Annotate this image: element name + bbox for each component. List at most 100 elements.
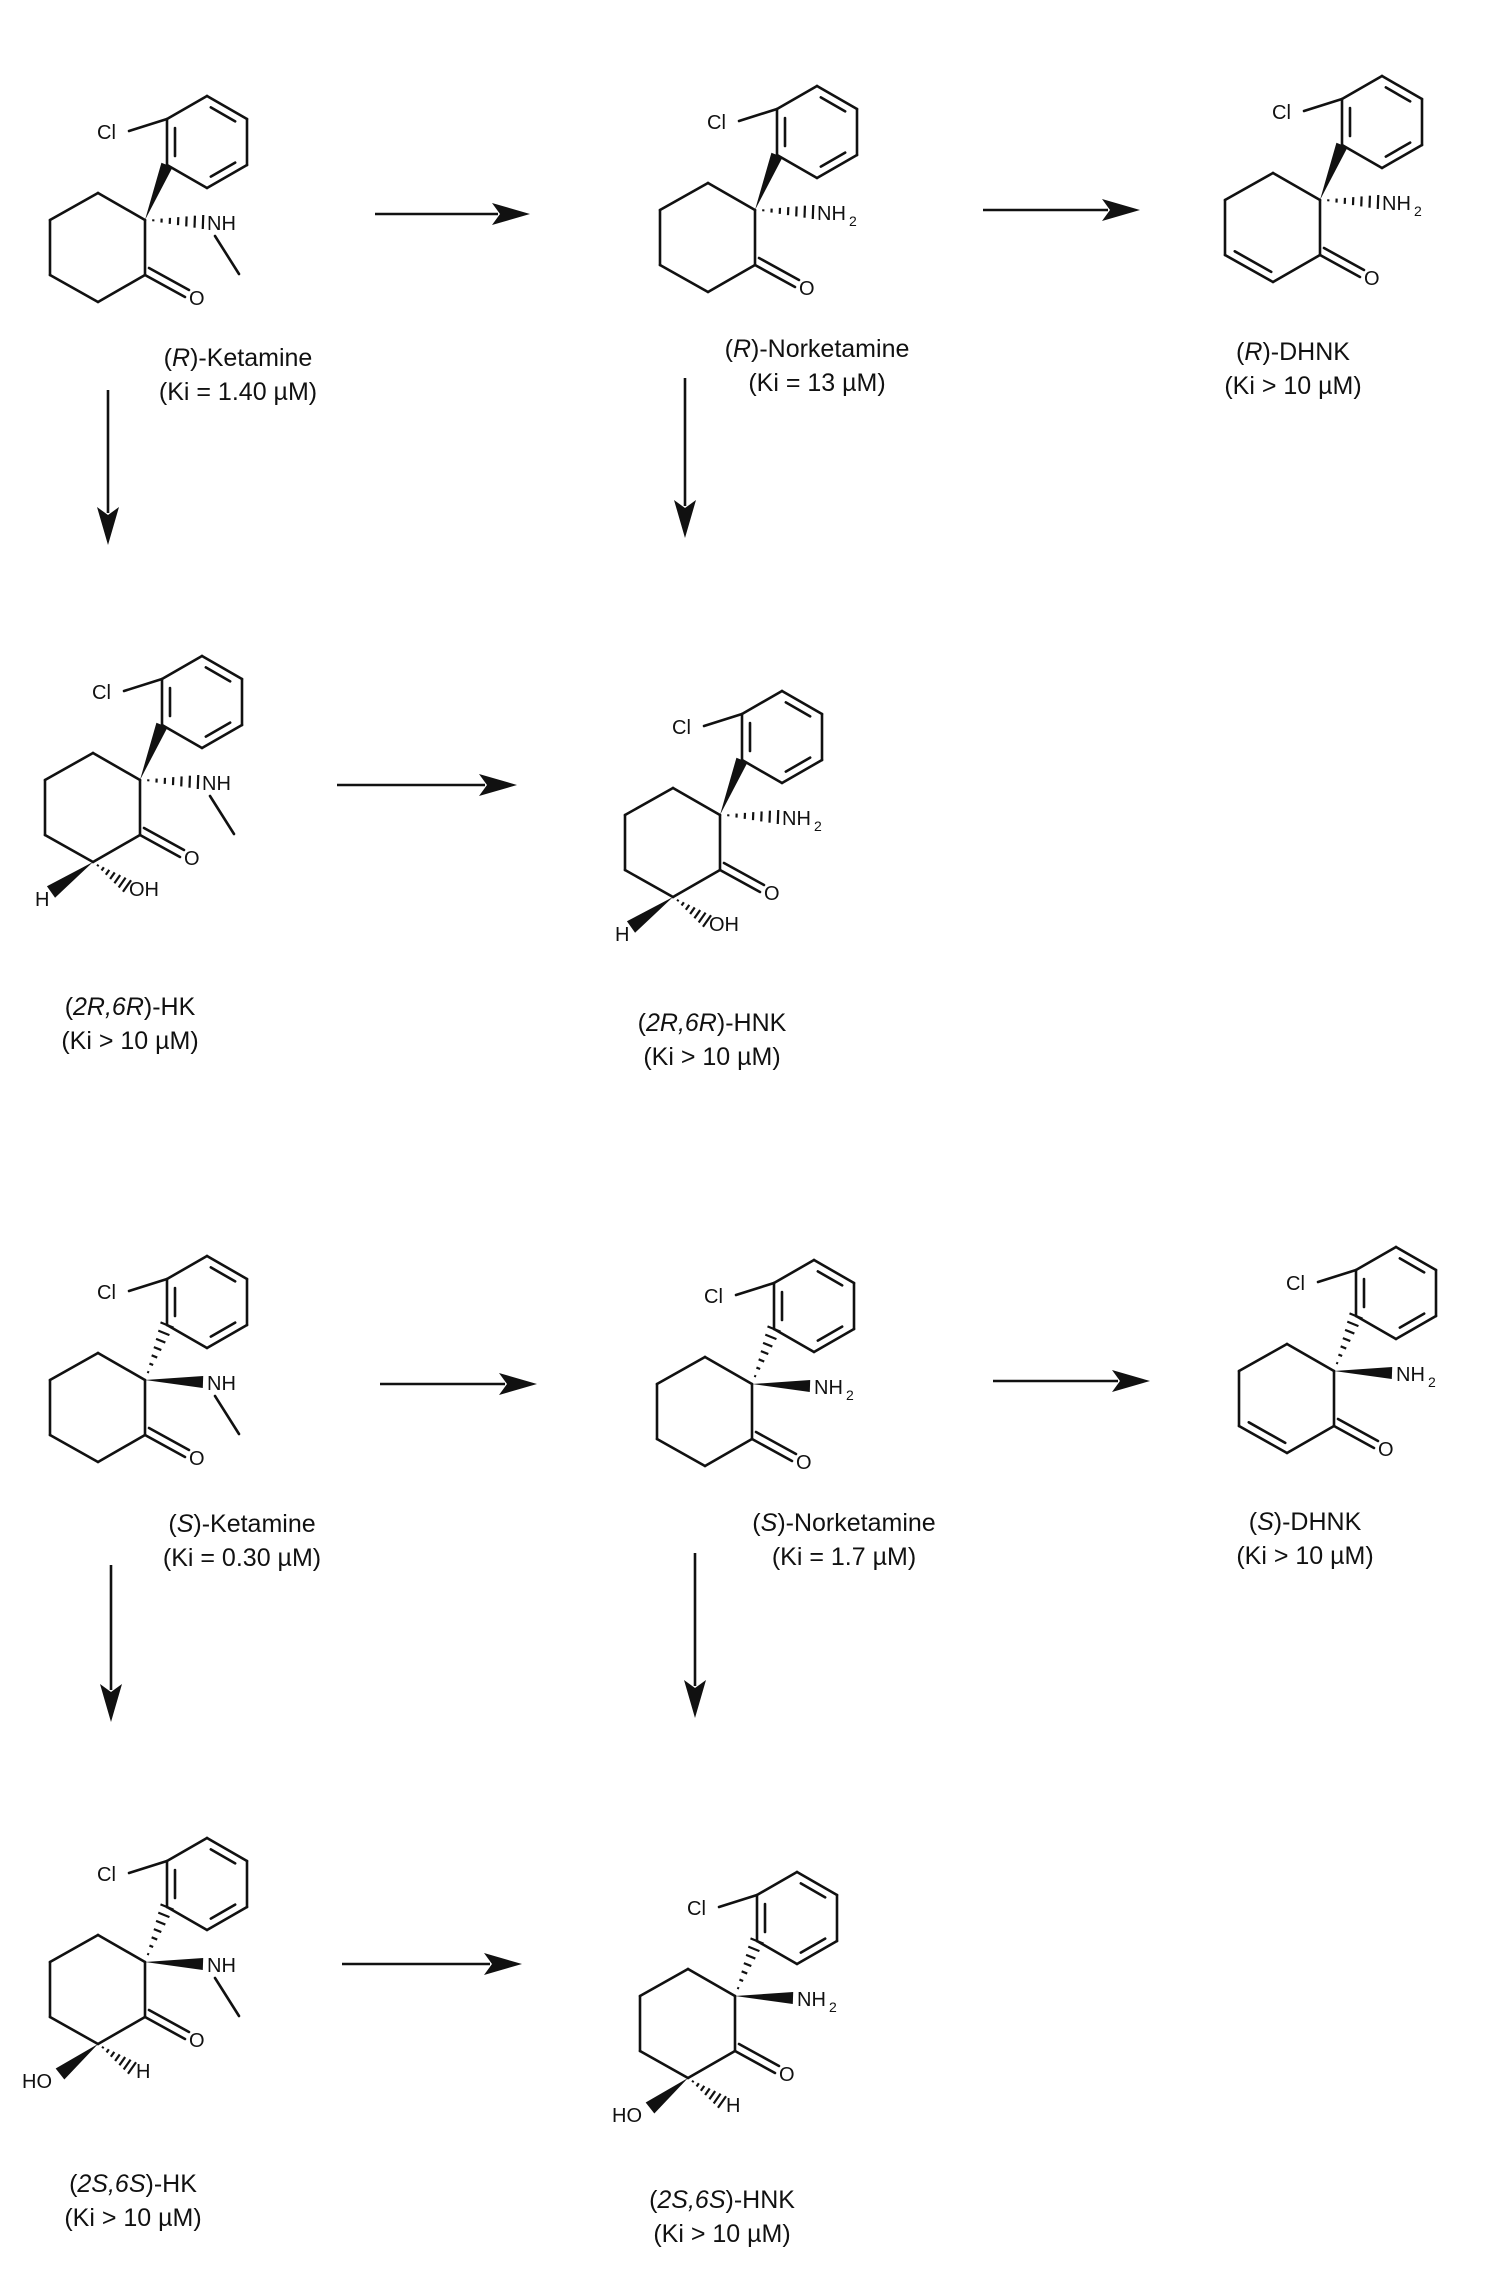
oxygen-atom: O: [799, 278, 815, 300]
hashed-bond: [736, 1937, 764, 1990]
carbonyl-bond-second: [754, 1430, 798, 1456]
label-name: )-Norketamine: [777, 1509, 935, 1537]
ki-value: (Ki = 1.7 µM): [772, 1543, 916, 1571]
hashed-bond: [152, 214, 205, 230]
ring-bond: [1271, 171, 1322, 202]
wedge-bond: [626, 897, 673, 933]
phenyl-bond: [755, 1939, 799, 1966]
label-name: )-Norketamine: [751, 335, 909, 363]
carbonyl-bond: [143, 273, 187, 299]
double-bond-inner: [1233, 250, 1273, 274]
carbonyl-bond: [733, 2049, 777, 2075]
phenyl-bond: [772, 1258, 816, 1285]
phenyl-bond: [165, 1836, 209, 1863]
amine-group: NH: [207, 1373, 236, 1395]
ring-bond: [671, 868, 722, 899]
chlorine-atom: Cl: [672, 717, 691, 739]
ring-bond: [48, 2015, 100, 2046]
phenyl-double-bond: [784, 701, 812, 718]
phenyl-bond: [740, 758, 784, 785]
phenyl-bond: [160, 654, 204, 681]
wedge-bond: [1320, 142, 1348, 200]
ring-bond: [43, 751, 95, 782]
carbonyl-bond-second: [1336, 1417, 1380, 1443]
reaction-arrow-s-ketamine-to-s-hk: [100, 1565, 122, 1722]
phenyl-bond: [205, 1323, 249, 1350]
subscript-two: 2: [846, 1387, 854, 1403]
phenyl-bond: [165, 94, 209, 121]
phenyl-double-bond: [209, 1848, 237, 1865]
ring-bond: [658, 263, 710, 294]
hydrogen-atom: H: [136, 2061, 150, 2083]
label-open: (: [1249, 1508, 1258, 1536]
ring-bond: [655, 1355, 707, 1386]
arrow-head: [684, 1680, 706, 1718]
hashed-bond: [753, 1325, 781, 1378]
compound-name: (2S,6S)-HK: [69, 2170, 197, 2198]
oxygen-atom: O: [764, 883, 780, 905]
hydrogen-atom: H: [726, 2095, 740, 2117]
ring-bond: [1285, 1342, 1336, 1373]
chlorine-atom: Cl: [97, 1282, 116, 1304]
label-stereo: 2R,6R: [72, 993, 144, 1021]
label-open: (: [752, 1509, 761, 1537]
chlorine-atom: Cl: [92, 682, 111, 704]
phenyl-bond: [165, 1905, 209, 1932]
phenyl-bond: [1380, 74, 1424, 101]
amine-group: NH: [1396, 1364, 1425, 1386]
arrow-head: [1112, 1370, 1150, 1392]
ring-bond: [1223, 171, 1275, 202]
ring-bond: [1223, 253, 1275, 284]
carbonyl-bond: [1318, 253, 1362, 279]
ring-bond: [686, 2049, 737, 2080]
chloro-bond: [734, 1281, 776, 1297]
subscript-two: 2: [1428, 1374, 1436, 1390]
label-name: )-HNK: [726, 2186, 796, 2214]
phenyl-bond: [775, 84, 819, 111]
label-name: )-DHNK: [1274, 1508, 1362, 1536]
hashed-bond: [101, 2045, 137, 2075]
phenyl-bond: [1340, 143, 1384, 170]
methyl-bond: [213, 1394, 241, 1436]
reaction-arrow-r-norketamine-to-r-hnk: [674, 378, 696, 538]
subscript-two: 2: [814, 818, 822, 834]
ring-bond: [96, 1933, 147, 1964]
phenyl-double-bond: [816, 1270, 844, 1287]
wedge-bond: [1334, 1367, 1393, 1379]
wedge-bond: [145, 1958, 204, 1970]
amine-group: NH: [207, 213, 236, 235]
carbonyl-bond: [750, 1437, 794, 1463]
ring-bond: [91, 833, 142, 864]
phenyl-bond: [755, 1870, 799, 1897]
ki-value: (Ki = 13 µM): [748, 369, 885, 397]
carbonyl-bond: [143, 1433, 187, 1459]
label-open: (: [69, 2170, 78, 2198]
arrow-head: [484, 1953, 522, 1975]
phenyl-bond: [1340, 74, 1384, 101]
label-open: (: [638, 1009, 647, 1037]
hashed-bond: [146, 1903, 174, 1956]
hydroxyl-group: HO: [22, 2071, 52, 2093]
oxygen-atom: O: [189, 2030, 205, 2052]
reaction-arrow-r-hk-to-r-hnk: [337, 774, 517, 796]
chlorine-atom: Cl: [97, 122, 116, 144]
phenyl-bond: [815, 84, 859, 111]
phenyl-bond: [740, 689, 784, 716]
arrow-head: [1102, 199, 1140, 221]
hashed-bond: [762, 204, 815, 220]
phenyl-bond: [1354, 1314, 1398, 1341]
phenyl-double-bond: [1384, 86, 1412, 103]
amine-group: NH: [1382, 193, 1411, 215]
label-name: )-HK: [144, 993, 196, 1021]
ring-bond: [706, 181, 757, 212]
label-open: (: [164, 344, 173, 372]
reaction-arrow-r-norketamine-to-r-dhnk: [983, 199, 1140, 221]
ring-bond: [638, 1967, 690, 1998]
wedge-bond: [645, 2078, 688, 2114]
